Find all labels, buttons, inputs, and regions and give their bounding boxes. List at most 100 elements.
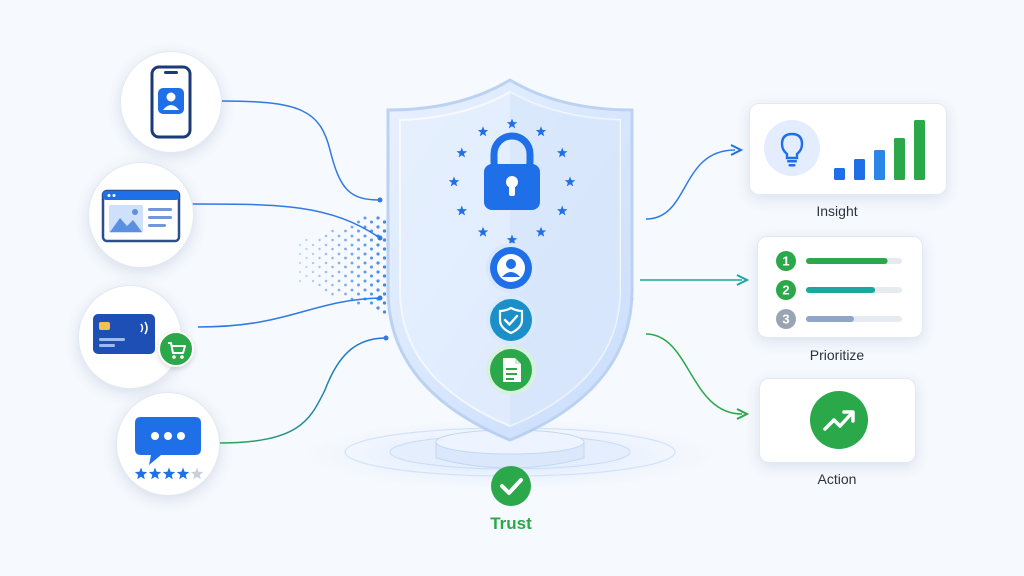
trending-up-icon (823, 410, 855, 431)
ring-star (535, 226, 547, 237)
chat-bubble-icon (135, 417, 201, 465)
particle (369, 220, 374, 224)
priority-number: 2 (782, 283, 789, 298)
particle (344, 265, 347, 269)
particle (324, 270, 328, 274)
particle (318, 238, 321, 242)
particle (363, 234, 367, 238)
ring-star (456, 205, 467, 216)
particle (350, 225, 354, 229)
insight-label: Insight (816, 203, 858, 219)
particle (382, 265, 387, 269)
particle (331, 247, 334, 251)
particle (369, 256, 374, 260)
particle (337, 234, 341, 238)
rating-star (176, 467, 190, 480)
phone-profile-icon (150, 65, 192, 139)
rating-star (134, 467, 148, 480)
particle (382, 292, 387, 296)
star-ring (448, 118, 576, 245)
particle (324, 252, 328, 256)
particle (331, 292, 334, 296)
connector-reviews (217, 337, 387, 444)
particle (382, 220, 387, 224)
particle (369, 274, 374, 278)
particle (311, 279, 315, 283)
particle (298, 243, 302, 247)
arrow-prioritize (736, 274, 750, 286)
arrow-action (736, 408, 750, 420)
particle (350, 297, 354, 301)
ring-star (506, 234, 518, 245)
particle (324, 234, 328, 238)
particle (357, 220, 360, 224)
particle (376, 288, 380, 292)
particle (363, 216, 367, 220)
particle (357, 229, 360, 233)
particle (369, 229, 374, 233)
browser-image-icon (101, 189, 181, 243)
particle (363, 279, 367, 283)
insight-bar-chart (834, 120, 925, 180)
particle (350, 270, 354, 274)
particle (369, 238, 374, 242)
particle (376, 270, 380, 274)
ring-star (535, 126, 547, 137)
trust-label: Trust (490, 514, 532, 533)
priority-bar (806, 287, 876, 293)
priority-number-badge (776, 309, 796, 329)
particle (357, 292, 360, 296)
particle (305, 274, 308, 278)
particle (305, 256, 308, 260)
particle (324, 261, 328, 265)
ring-star (557, 205, 568, 216)
particle (344, 292, 347, 296)
particle (357, 247, 360, 251)
connector-dot-reviews (383, 335, 389, 341)
particle (331, 283, 334, 287)
particle (337, 261, 341, 265)
particle (376, 279, 380, 283)
shield-check-icon (498, 306, 524, 335)
prioritize-label: Prioritize (809, 347, 865, 363)
particle (369, 265, 374, 269)
ring-star (456, 147, 467, 158)
particle (363, 252, 367, 256)
action-card (759, 378, 916, 463)
priority-bar (806, 258, 888, 264)
particle (337, 288, 341, 292)
particle (324, 279, 328, 283)
user-badge (490, 247, 532, 289)
insight-bar (854, 159, 865, 180)
connector-web (191, 203, 381, 239)
particle (298, 252, 302, 256)
priority-number: 3 (782, 312, 789, 327)
particle (331, 265, 334, 269)
ring-star (506, 118, 518, 129)
particle (298, 279, 302, 283)
particle (363, 225, 367, 229)
insight-bar (874, 150, 885, 180)
priority-number-badge (776, 251, 796, 271)
particle (344, 238, 347, 242)
particle (363, 261, 367, 265)
particle (318, 283, 321, 287)
source-reviews (116, 392, 220, 496)
particle (376, 261, 380, 265)
document-icon (503, 358, 521, 382)
particle (344, 274, 347, 278)
particle (376, 306, 380, 310)
cart-badge (158, 331, 194, 367)
user-icon (497, 254, 525, 282)
particle (382, 301, 387, 305)
insight-bar (834, 168, 845, 180)
particle (357, 256, 360, 260)
keyhole-slot (509, 184, 515, 196)
priority-bar (806, 316, 854, 322)
trust-check-badge (491, 466, 531, 506)
shopping-cart-icon (168, 342, 186, 359)
ring-star (448, 176, 460, 187)
particle (324, 288, 328, 292)
particle (363, 243, 367, 247)
trend-badge (810, 391, 868, 449)
